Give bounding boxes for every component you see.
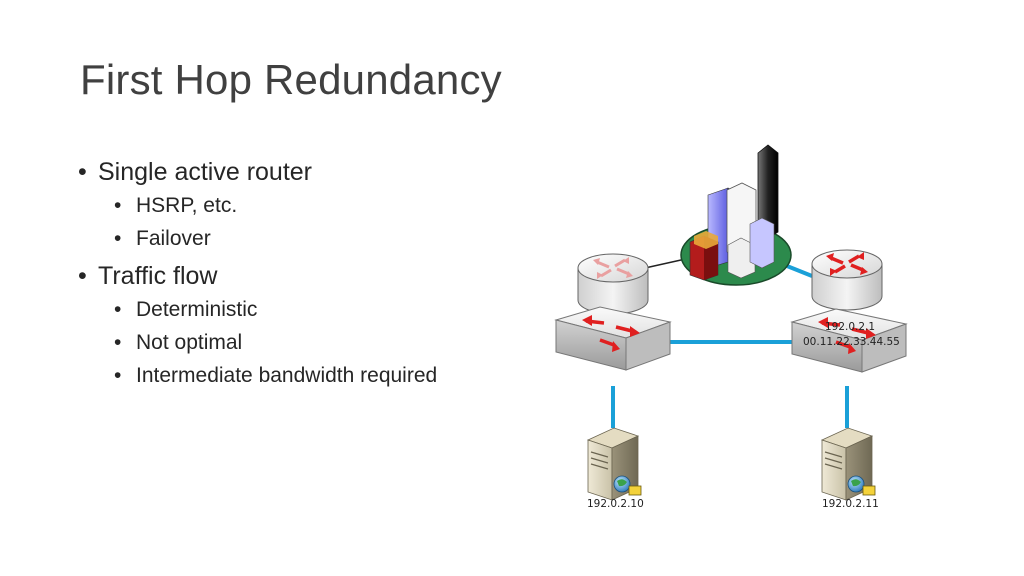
switch-right-icon <box>790 308 908 373</box>
bullet-single-active-router: •Single active router <box>78 158 313 186</box>
sub-bullet-hsrp: •HSRP, etc. <box>114 194 238 217</box>
switch-left-icon <box>554 306 672 371</box>
sub-bullet-text: HSRP, etc. <box>136 194 238 217</box>
sub-bullet-text: Intermediate bandwidth required <box>136 364 438 387</box>
server-left-ip-label: 192.0.2.10 <box>587 498 644 510</box>
router-right-icon <box>811 249 883 311</box>
router-left-icon <box>577 253 649 315</box>
sub-bullet-text: Deterministic <box>136 298 258 321</box>
bullet-traffic-flow: •Traffic flow <box>78 262 218 290</box>
sub-bullet-failover: •Failover <box>114 227 211 250</box>
gateway-ip-label: 192.0.2.1 <box>825 321 876 333</box>
server-right-icon <box>820 427 876 501</box>
gateway-mac-label: 00.11.22.33.44.55 <box>803 336 900 348</box>
folder-icon <box>628 485 642 496</box>
folder-icon <box>862 485 876 496</box>
server-right-ip-label: 192.0.2.11 <box>822 498 879 510</box>
sub-bullet-bandwidth: •Intermediate bandwidth required <box>114 364 438 387</box>
bullet-text: Single active router <box>98 158 313 186</box>
server-left-icon <box>586 427 642 501</box>
bullet-list: •Single active router •HSRP, etc. •Failo… <box>78 155 548 392</box>
bullet-text: Traffic flow <box>98 262 218 290</box>
city-icon <box>680 144 792 286</box>
sub-bullet-text: Not optimal <box>136 331 243 354</box>
sub-bullet-text: Failover <box>136 227 211 250</box>
page-title: First Hop Redundancy <box>80 56 502 103</box>
sub-bullet-not-optimal: •Not optimal <box>114 331 243 354</box>
network-diagram <box>540 140 940 540</box>
sub-bullet-deterministic: •Deterministic <box>114 298 258 321</box>
